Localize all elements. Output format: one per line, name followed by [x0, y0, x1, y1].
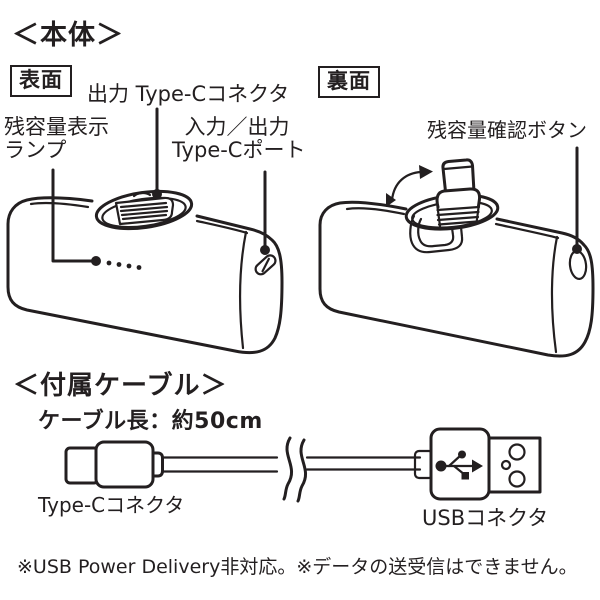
- check-button-icon: [568, 249, 588, 281]
- battery-lamp-label-line2: ランプ: [4, 138, 67, 162]
- battery-lamp-label-line1: 残容量表示: [4, 115, 109, 139]
- cable-usb-plug: [413, 427, 542, 501]
- io-port-label: 入力／出力 Type-Cポート: [172, 115, 306, 162]
- battery-level-lamp-dots: [106, 260, 142, 270]
- cable-length-label: ケーブル長：約50cm: [38, 409, 263, 434]
- check-button-label: 残容量確認ボタン: [427, 118, 587, 142]
- io-port-label-line2: Type-Cポート: [172, 138, 306, 162]
- flip-arrow-icon: [386, 165, 433, 207]
- footnote-text: ※USB Power Delivery非対応。※データの送受信はできません。: [17, 556, 578, 578]
- included-cable-heading: ＜付属ケーブル＞: [13, 371, 228, 401]
- output-connector-label: 出力 Type-Cコネクタ: [87, 82, 290, 106]
- leader-lines: [51, 107, 582, 266]
- flipped-typec-connector: [435, 158, 482, 228]
- typec-port-icon: [254, 254, 277, 276]
- cable-break-mark: [282, 436, 308, 503]
- usb-trident-icon: [435, 450, 483, 480]
- powerbank-back-illustration: [318, 158, 595, 358]
- main-unit-heading: ＜本体＞: [12, 20, 124, 51]
- front-side-tag: 表面: [10, 65, 72, 97]
- battery-lamp-label: 残容量表示 ランプ: [4, 116, 109, 162]
- cable-typec-label: Type-Cコネクタ: [38, 493, 185, 517]
- cable-usb-label: USBコネクタ: [422, 506, 549, 530]
- back-side-tag: 裏面: [318, 66, 380, 98]
- powerbank-front-illustration: [6, 189, 284, 355]
- io-port-label-line1: 入力／出力: [184, 115, 290, 139]
- cable-typec-plug: [64, 440, 164, 489]
- cable-illustration: [64, 427, 542, 503]
- folded-connector-recess: [94, 189, 194, 231]
